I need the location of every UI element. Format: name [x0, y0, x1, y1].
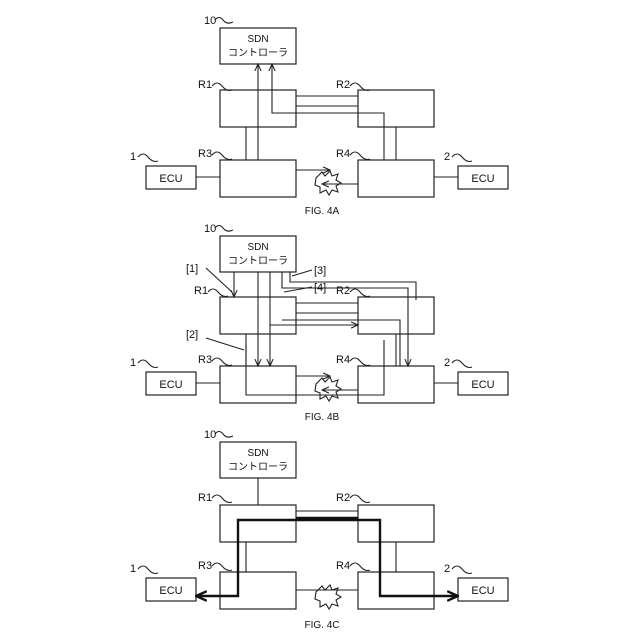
- router-r1: [220, 505, 296, 542]
- ecu-1-ref: 1: [130, 357, 136, 369]
- fault-burst-icon: [315, 585, 341, 609]
- ref-leader: [212, 495, 232, 503]
- ref-leader: [138, 566, 158, 574]
- router-r2: [358, 505, 434, 542]
- figure-4b: 10 SDN コントローラ R1 R2 R3 R4 ECU 1 ECU 2: [130, 223, 508, 423]
- router-label-r4: R4: [336, 354, 350, 366]
- router-label-r3: R3: [198, 148, 212, 160]
- ecu-2-label: ECU: [471, 585, 494, 597]
- router-label-r1: R1: [198, 492, 212, 504]
- ref-leader: [350, 83, 370, 91]
- controller-line2: コントローラ: [228, 255, 288, 267]
- controller-line1: SDN: [247, 242, 268, 253]
- router-label-r4: R4: [336, 560, 350, 572]
- ecu-2-ref: 2: [444, 563, 450, 575]
- ecu-2-label: ECU: [471, 173, 494, 185]
- ref-leader: [212, 83, 232, 91]
- fault-burst-icon: [315, 171, 341, 195]
- ecu-1-label: ECU: [159, 585, 182, 597]
- router-label-r1: R1: [194, 285, 208, 297]
- marker-4: [4]: [314, 282, 326, 294]
- ref-leader: [215, 432, 233, 438]
- controller-line2: コントローラ: [228, 461, 288, 473]
- ref-leader: [452, 566, 472, 574]
- ref-leader: [212, 152, 232, 160]
- ref-leader: [215, 226, 233, 232]
- controller-ref: 10: [204, 429, 216, 441]
- controller-line2: コントローラ: [228, 47, 288, 59]
- ref-leader: [452, 154, 472, 162]
- ref-leader: [208, 289, 228, 297]
- ecu-1-label: ECU: [159, 379, 182, 391]
- router-r4: [358, 366, 434, 403]
- ref-leader: [350, 563, 370, 571]
- ecu-1-ref: 1: [130, 563, 136, 575]
- figure-caption: FIG. 4C: [304, 620, 339, 631]
- fault-burst-icon: [315, 377, 341, 401]
- controller-line1: SDN: [247, 34, 268, 45]
- figure-4c: 10 SDN コントローラ R1 R2 R3 R4 ECU 1 ECU 2: [130, 429, 508, 631]
- router-r3: [220, 572, 296, 609]
- controller-ref: 10: [204, 223, 216, 235]
- ecu-2-ref: 2: [444, 357, 450, 369]
- router-r4: [358, 160, 434, 197]
- ref-leader: [350, 358, 370, 366]
- ecu-2-ref: 2: [444, 151, 450, 163]
- ref-leader: [138, 154, 158, 162]
- marker-3: [3]: [314, 265, 326, 277]
- marker-leader: [206, 338, 244, 350]
- router-r2: [358, 297, 434, 334]
- router-label-r4: R4: [336, 148, 350, 160]
- ref-leader: [212, 358, 232, 366]
- router-label-r2: R2: [336, 79, 350, 91]
- router-r3: [220, 366, 296, 403]
- ref-leader: [350, 289, 370, 297]
- ecu-1-label: ECU: [159, 173, 182, 185]
- figure-4a: 10 SDN コントローラ R1 R2 R3 R4 ECU 1 ECU 2: [130, 15, 508, 217]
- router-r3: [220, 160, 296, 197]
- router-label-r2: R2: [336, 285, 350, 297]
- router-label-r3: R3: [198, 560, 212, 572]
- figure-caption: FIG. 4B: [305, 412, 340, 423]
- router-r2: [358, 90, 434, 127]
- router-label-r2: R2: [336, 492, 350, 504]
- ref-leader: [215, 18, 233, 24]
- controller-ref: 10: [204, 15, 216, 27]
- ecu-1-ref: 1: [130, 151, 136, 163]
- ref-leader: [350, 495, 370, 503]
- router-r4: [358, 572, 434, 609]
- ref-leader: [138, 360, 158, 368]
- marker-2: [2]: [186, 329, 198, 341]
- controller-line1: SDN: [247, 448, 268, 459]
- ecu-2-label: ECU: [471, 379, 494, 391]
- ref-leader: [212, 563, 232, 571]
- router-label-r1: R1: [198, 79, 212, 91]
- ref-leader: [350, 152, 370, 160]
- setting-arrow-3: [290, 272, 416, 300]
- router-label-r3: R3: [198, 354, 212, 366]
- ref-leader: [452, 360, 472, 368]
- figure-caption: FIG. 4A: [305, 206, 340, 217]
- marker-1: [1]: [186, 263, 198, 275]
